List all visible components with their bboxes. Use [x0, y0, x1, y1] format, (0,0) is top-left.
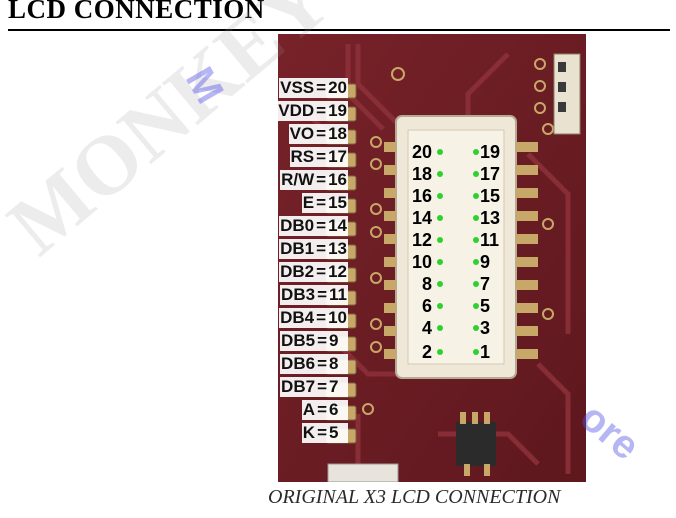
signal-name: A: [301, 400, 317, 420]
pin-label-row: K=5: [230, 423, 348, 443]
pin-label-row: DB1=13: [279, 239, 348, 259]
signal-name: DB0: [279, 216, 316, 236]
header-pin-number: 13: [480, 208, 501, 228]
header-pin-number: 17: [480, 164, 501, 184]
signal-name: DB5: [280, 331, 317, 351]
pin-label-row: VO=18: [288, 124, 348, 144]
pin-number: 10: [327, 308, 348, 328]
page-title: LCD CONNECTION: [8, 0, 265, 24]
header-pin-number: 14: [412, 208, 433, 228]
header-pin-number: 7: [480, 274, 491, 294]
pin-label-row: DB0=14: [279, 216, 348, 236]
pin-label-row: RS=17: [289, 147, 348, 167]
signal-name: DB2: [279, 262, 316, 282]
pin-label-row: DB4=10: [279, 308, 348, 328]
header-pin-number: 4: [422, 318, 433, 338]
pin-label-row: VDD=19: [277, 101, 348, 121]
pin-number: 17: [327, 147, 348, 167]
pin-number: 15: [327, 193, 348, 213]
header-pin-number: 1: [480, 342, 491, 362]
signal-name: RS: [289, 147, 316, 167]
pin-label-row: A=6: [230, 400, 348, 420]
signal-name: VO: [288, 124, 316, 144]
signal-name: DB4: [279, 308, 316, 328]
figure-caption: ORIGINAL X3 LCD CONNECTION: [268, 486, 561, 508]
pin-label-row: DB3=11: [280, 285, 348, 305]
pin-number: 7: [328, 377, 348, 397]
signal-name: E: [301, 193, 316, 213]
signal-name: DB6: [280, 354, 317, 374]
pin-number: 14: [327, 216, 348, 236]
pin-number: 20: [327, 78, 348, 98]
header-pin-number: 5: [480, 296, 491, 316]
pin-number: 5: [328, 423, 348, 443]
pin-label-row: E=15: [301, 193, 348, 213]
header-pin-number: 11: [480, 230, 500, 250]
header-pin-number: 8: [422, 274, 433, 294]
signal-name: DB3: [280, 285, 317, 305]
pin-number: 16: [327, 170, 348, 190]
pin-label-row: DB5=9: [230, 331, 348, 351]
header-pin-number: 16: [412, 186, 433, 206]
signal-name: VDD: [277, 101, 316, 121]
pin-label-row: R/W=16: [280, 170, 348, 190]
signal-name: R/W: [280, 170, 316, 190]
pin-number: 12: [327, 262, 348, 282]
header-pin-number: 19: [480, 142, 501, 162]
signal-name: DB7: [280, 377, 317, 397]
pin-label-row: DB7=7: [230, 377, 348, 397]
header-pin-number: 10: [412, 252, 433, 272]
pin-label-row: VSS=20: [279, 78, 348, 98]
header-pin-number: 12: [412, 230, 433, 250]
pin-number: 9: [328, 331, 348, 351]
pin-number: 8: [328, 354, 348, 374]
header-pin-number: 20: [412, 142, 433, 162]
pin-label-row: DB2=12: [279, 262, 348, 282]
header-pin-number: 3: [480, 318, 491, 338]
title-rule: [8, 29, 670, 31]
pin-label-row: DB6=8: [230, 354, 348, 374]
pin-number: 6: [328, 400, 348, 420]
pin-number: 11: [328, 285, 348, 305]
header-pin-number: 6: [422, 296, 433, 316]
header-pin-number: 15: [480, 186, 501, 206]
header-pin-number: 2: [422, 342, 433, 362]
pin-number: 19: [327, 101, 348, 121]
header-pin-number: 9: [480, 252, 491, 272]
header-pin-number: 18: [412, 164, 433, 184]
pin-number: 18: [327, 124, 348, 144]
signal-name: DB1: [279, 239, 316, 259]
signal-name: K: [301, 423, 317, 443]
pin-number: 13: [327, 239, 348, 259]
signal-name: VSS: [279, 78, 316, 98]
